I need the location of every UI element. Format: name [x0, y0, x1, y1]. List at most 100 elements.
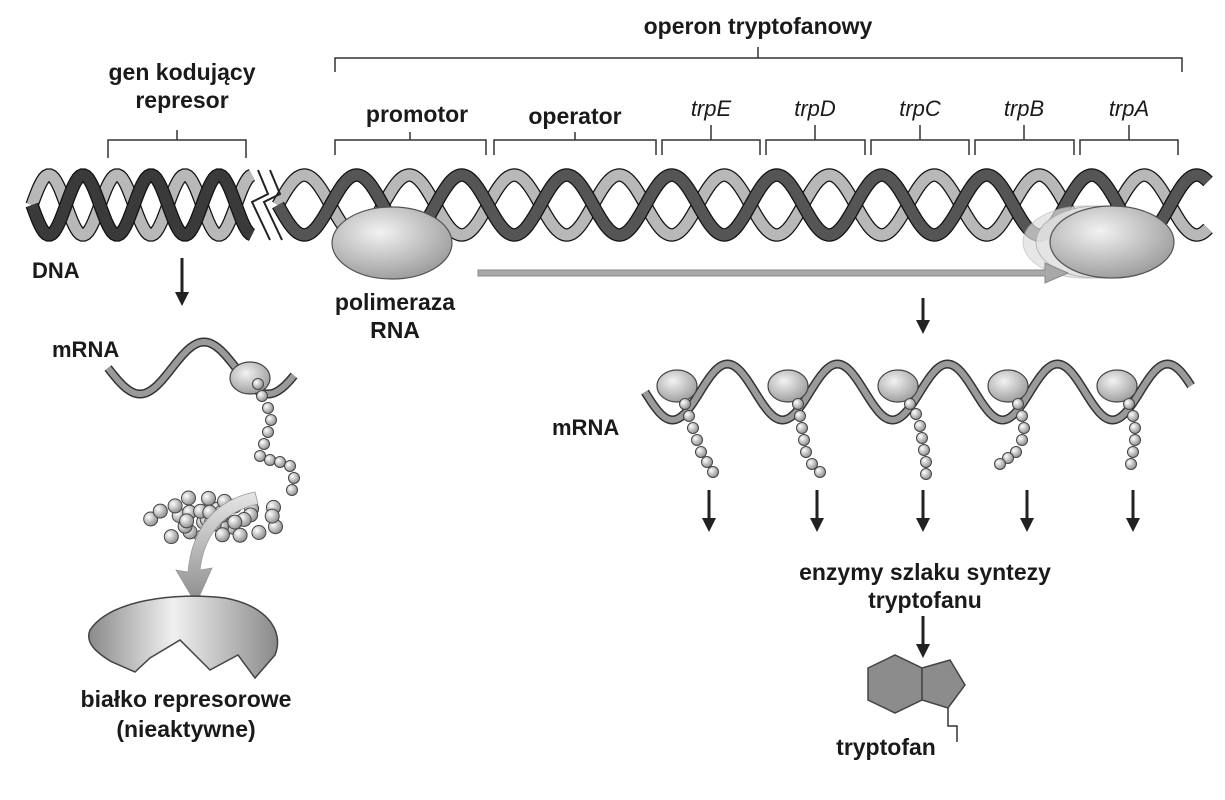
dna-strand-dark: [26, 169, 255, 241]
trpC-bracket: [870, 125, 970, 155]
amino-acid-bead: [262, 402, 274, 414]
trpE-bracket: [661, 125, 761, 155]
enzymes-label-line1: enzymy szlaku syntezy: [799, 559, 1051, 585]
mrna-regulator: [104, 337, 298, 399]
repressor-protein-shape: [88, 595, 279, 680]
operon-title: operon tryptofanowy: [644, 13, 873, 39]
gene-label-trpD: trpD: [794, 96, 836, 121]
regulator-gene-label-line1: gen kodujący: [109, 59, 256, 85]
amino-acid-bead: [258, 438, 270, 450]
amino-acid-bead: [284, 460, 296, 472]
arrow-to-tryptophan: [916, 616, 930, 658]
gene-label-trpA: trpA: [1109, 96, 1149, 121]
down-arrow-head: [810, 518, 824, 532]
rna-polymerase-promoter: [331, 206, 453, 280]
amino-acid-bead: [1016, 434, 1028, 446]
amino-acid-bead: [683, 410, 695, 422]
amino-acid-bead: [143, 511, 159, 527]
amino-acid-bead: [232, 527, 248, 543]
amino-acid-bead: [286, 484, 298, 496]
ribosome: [767, 369, 809, 403]
amino-acid-bead: [1127, 410, 1139, 422]
amino-acid-bead: [1012, 398, 1024, 410]
amino-acid-bead: [1010, 446, 1022, 458]
amino-acid-bead: [264, 454, 276, 466]
ribosome: [656, 369, 698, 403]
ribosome: [877, 369, 919, 403]
amino-acid-bead: [1018, 422, 1030, 434]
ribosome: [1096, 369, 1138, 403]
down-arrow-head: [916, 518, 930, 532]
down-arrow-head: [1126, 518, 1140, 532]
amino-acid-bead: [256, 390, 268, 402]
amino-acid-bead: [701, 456, 713, 468]
repressor-label-line1: białko represorowe: [81, 686, 292, 712]
amino-acid-bead: [994, 458, 1006, 470]
arrow-dna-to-mrna-right: [916, 298, 930, 334]
translating-ribosomes: [656, 369, 1141, 480]
amino-acid-bead: [796, 422, 808, 434]
repressor-peptide-chain: [252, 378, 300, 496]
amino-acid-bead: [254, 450, 266, 462]
amino-acid-bead: [264, 508, 280, 524]
trpA-bracket: [1079, 125, 1179, 155]
tryptophan-label: tryptofan: [836, 734, 936, 760]
amino-acid-bead: [262, 426, 274, 438]
amino-acid-bead: [288, 472, 300, 484]
amino-acid-bead: [227, 514, 243, 530]
amino-acid-bead: [214, 527, 230, 543]
trpD-bracket: [765, 125, 866, 155]
amino-acid-bead: [179, 513, 195, 529]
operator-label: operator: [528, 103, 621, 129]
amino-acid-bead: [916, 432, 928, 444]
amino-acid-bead: [920, 468, 932, 480]
operon-bracket: [334, 47, 1183, 72]
operator-bracket: [493, 132, 657, 155]
amino-acid-bead: [1129, 422, 1141, 434]
amino-acid-bead: [251, 525, 267, 540]
translation-arrows: [702, 490, 1140, 532]
gene-label-trpB: trpB: [1004, 96, 1044, 121]
dna-break-mark: [250, 169, 283, 241]
amino-acid-bead: [794, 410, 806, 422]
promoter-label: promotor: [366, 101, 468, 127]
amino-acid-bead: [707, 466, 719, 478]
amino-acid-bead: [918, 444, 930, 456]
amino-acid-bead: [1127, 446, 1139, 458]
gene-label-trpE: trpE: [691, 96, 732, 121]
amino-acid-bead: [181, 490, 196, 506]
amino-acid-bead: [1016, 410, 1028, 422]
down-arrow-head: [1020, 518, 1034, 532]
amino-acid-bead: [274, 456, 286, 468]
regulator-gene-label-line2: represor: [135, 87, 228, 113]
promoter-bracket: [334, 132, 487, 155]
amino-acid-bead: [914, 420, 926, 432]
amino-acid-bead: [792, 398, 804, 410]
mrna-polycistronic: [641, 359, 1195, 425]
amino-acid-bead: [252, 378, 264, 390]
amino-acid-bead: [904, 398, 916, 410]
amino-acid-bead: [1123, 398, 1135, 410]
amino-acid-bead: [152, 503, 168, 519]
trpB-bracket: [974, 125, 1075, 155]
dna-label: DNA: [32, 258, 80, 283]
mrna-label-right: mRNA: [552, 415, 619, 440]
amino-acid-bead: [201, 490, 216, 506]
amino-acid-bead: [910, 408, 922, 420]
amino-acid-bead: [814, 466, 826, 478]
amino-acid-bead: [920, 456, 932, 468]
polymerase-label-line2: RNA: [370, 317, 420, 343]
rna-polymerase-trpA: [1049, 205, 1175, 279]
amino-acid-bead: [687, 422, 699, 434]
amino-acid-bead: [1002, 452, 1014, 464]
amino-acid-bead: [806, 458, 818, 470]
repressor-label-line2: (nieaktywne): [116, 716, 255, 742]
enzymes-label-line2: tryptofanu: [868, 587, 982, 613]
ribosome: [987, 369, 1029, 403]
arrow-dna-to-mrna-left: [175, 258, 189, 306]
amino-acid-bead: [1129, 434, 1141, 446]
dna-helix-regulator: [25, 168, 256, 242]
amino-acid-bead: [265, 414, 277, 426]
